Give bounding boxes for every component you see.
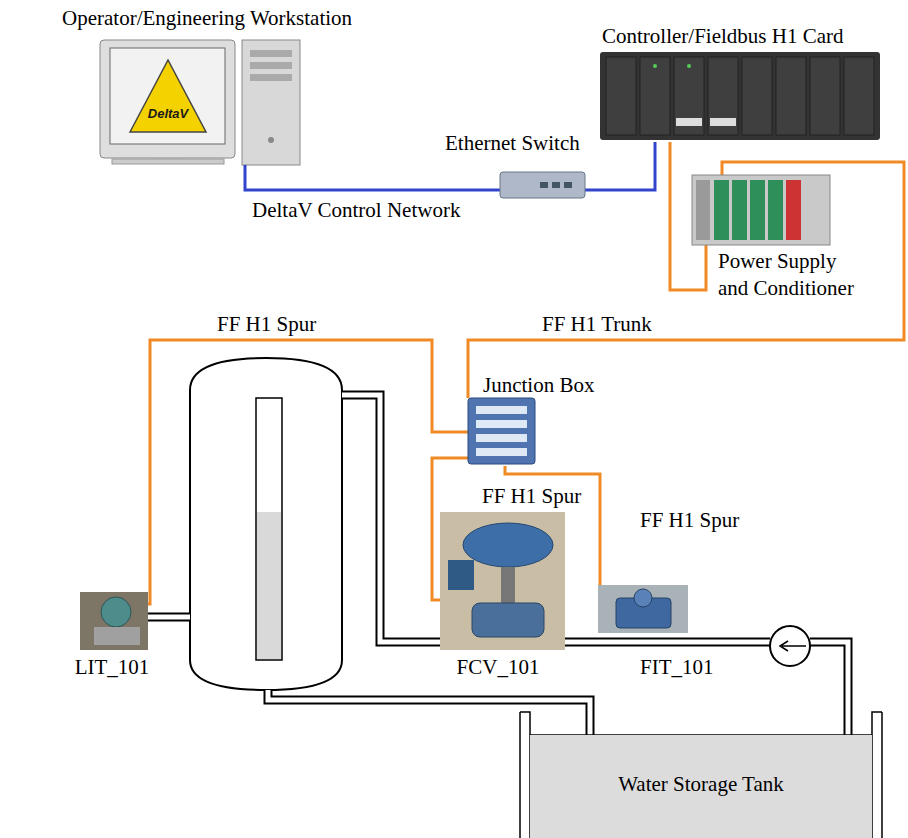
node-label: LIT_101 — [58, 654, 166, 681]
junction-terminal — [476, 406, 527, 414]
transmitter-head — [101, 597, 131, 627]
node-label: Junction Box — [483, 372, 630, 399]
switch-port — [552, 182, 560, 188]
card-label — [676, 118, 702, 126]
cable-label: FF H1 Spur — [638, 508, 741, 533]
junction-box-body — [468, 398, 535, 464]
flowmeter-head — [634, 589, 652, 607]
conditioner-module — [750, 180, 765, 240]
fieldbus-cable — [670, 142, 690, 290]
node-label: Water Storage Tank — [530, 771, 872, 798]
fieldbus-cable — [432, 458, 462, 510]
conditioner-module — [768, 180, 783, 240]
flowmeter-photo — [598, 585, 688, 633]
status-led — [653, 64, 657, 68]
fieldbus-cable — [150, 340, 462, 588]
vessel-water-level — [257, 512, 281, 659]
node-label: FCV_101 — [428, 654, 568, 681]
conditioner-module — [714, 180, 729, 240]
node-label: Controller/Fieldbus H1 Card — [602, 23, 888, 50]
flow-transmitter-node: FIT_101 — [596, 578, 740, 685]
network-cable — [620, 142, 655, 190]
controller-module — [810, 57, 840, 135]
transmitter-body — [94, 627, 140, 645]
monitor-screen — [110, 48, 225, 144]
computer-tower — [242, 40, 300, 165]
junction-box-node: Junction Box — [462, 370, 630, 466]
storage-tank-node: Water Storage Tank — [530, 735, 872, 838]
node-label: Power Supply and Conditioner — [718, 248, 863, 302]
pump-arrow — [780, 641, 806, 651]
control-valve-node: FCV_101 — [428, 510, 568, 685]
power-module — [696, 180, 710, 240]
cable-label: DeltaV Control Network — [250, 198, 462, 223]
cable-label: FF H1 Spur — [480, 484, 583, 509]
drive-bay — [250, 50, 292, 57]
controller-module — [844, 57, 874, 135]
logo-text: DeltaV — [148, 106, 188, 121]
node-label: Ethernet Switch — [445, 130, 620, 157]
pipe-outer — [148, 395, 848, 745]
vessel-outline — [190, 358, 342, 690]
keyboard — [112, 159, 224, 164]
fieldbus-cable — [462, 370, 468, 458]
cable-label: FF H1 Trunk — [540, 312, 654, 337]
switch-port — [564, 182, 572, 188]
controller-module — [776, 57, 806, 135]
tank-walls — [520, 712, 882, 838]
pipe-inner — [148, 395, 848, 745]
valve-photo — [440, 512, 565, 650]
switch-body — [500, 172, 585, 198]
valve-positioner — [448, 560, 474, 590]
sight-glass — [256, 398, 282, 660]
monitor-frame — [100, 40, 235, 158]
controller-module — [640, 57, 670, 135]
controller-module — [606, 57, 636, 135]
node-label: Operator/Engineering Workstation — [62, 5, 388, 32]
card-label — [710, 118, 736, 126]
node-label: FIT_101 — [640, 654, 740, 681]
transmitter-photo — [80, 592, 148, 650]
din-rail-base — [692, 175, 830, 245]
deltav-logo — [130, 60, 206, 132]
valve-actuator — [463, 523, 553, 567]
cable-label: FF H1 Spur — [215, 312, 318, 337]
power-supply-node: Power Supply and Conditioner — [690, 148, 895, 306]
drive-bay — [250, 62, 292, 69]
junction-terminal — [476, 434, 527, 442]
fieldbus-cable — [505, 466, 600, 578]
controller-module — [742, 57, 772, 135]
switch-node: Ethernet Switch — [440, 128, 620, 204]
switch-port — [540, 182, 548, 188]
status-led — [687, 64, 691, 68]
network-cable — [245, 165, 440, 190]
pump-symbol — [770, 626, 810, 666]
controller-module — [674, 57, 704, 135]
controller-rack — [600, 52, 880, 140]
controller-node: Controller/Fieldbus H1 Card — [598, 22, 888, 142]
controller-module — [708, 57, 738, 135]
conditioner-module — [786, 180, 801, 240]
power-button — [268, 137, 274, 143]
fieldbus-cable — [468, 162, 904, 370]
valve-body — [472, 603, 544, 637]
valve-yoke — [501, 567, 515, 603]
junction-terminal — [476, 420, 527, 428]
conditioner-module — [732, 180, 747, 240]
drive-bay — [250, 74, 292, 81]
level-transmitter-node: LIT_101 — [58, 588, 166, 685]
workstation-node: Operator/Engineering Workstation — [58, 5, 388, 165]
junction-terminal — [476, 448, 527, 456]
